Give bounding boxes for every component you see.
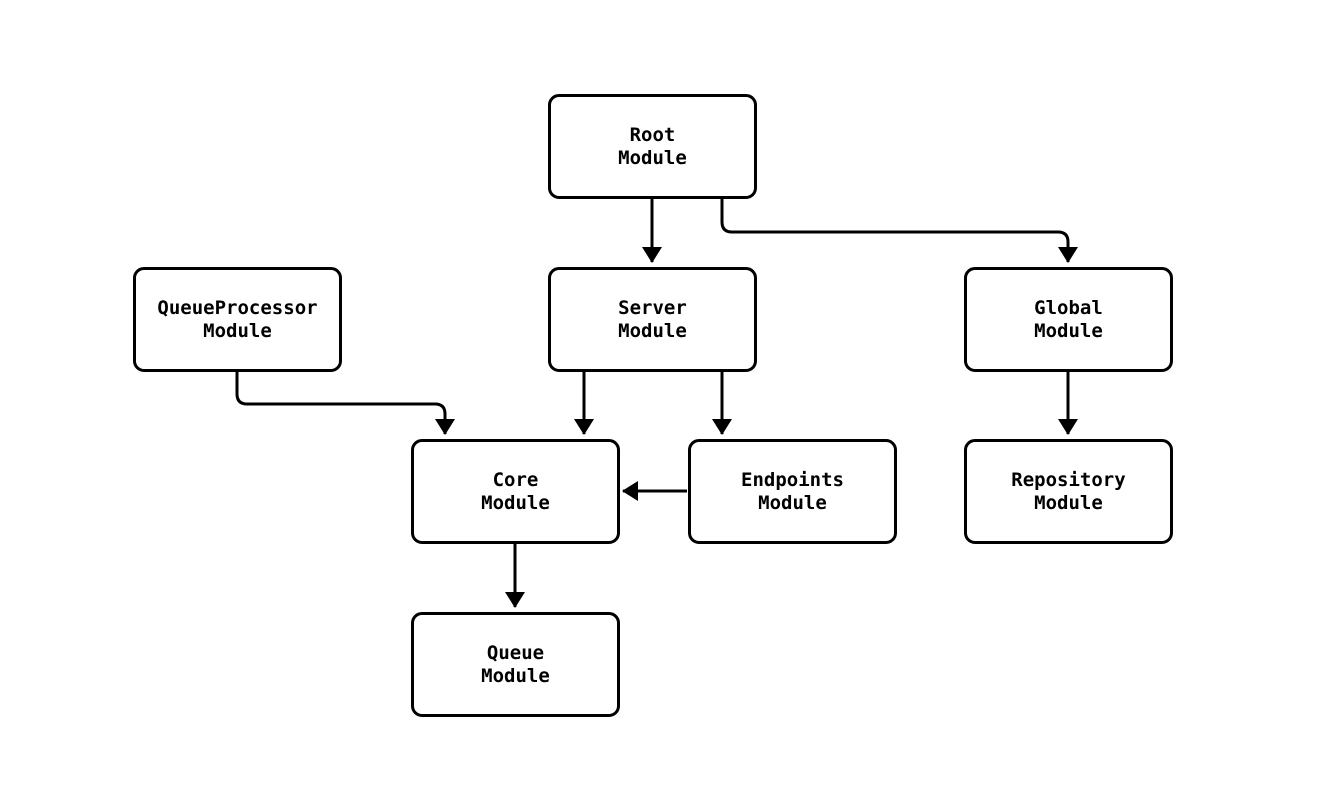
node-global-module-name: Global [1034,296,1103,319]
node-endpoints-module[interactable]: Endpoints Module [688,439,897,544]
node-queueprocessor-module-name: QueueProcessor [157,296,318,319]
node-root-module-suffix: Module [618,146,687,169]
node-queueprocessor-module[interactable]: QueueProcessor Module [133,267,342,372]
node-core-module[interactable]: Core Module [411,439,620,544]
node-queue-module-name: Queue [486,641,545,664]
node-global-module-suffix: Module [1034,319,1103,342]
node-queue-module[interactable]: Queue Module [411,612,620,717]
edge-root-to-global [720,198,1078,263]
node-global-module[interactable]: Global Module [964,267,1173,372]
node-server-module-suffix: Module [618,319,687,342]
node-repository-module-suffix: Module [1034,491,1103,514]
node-server-module-name: Server [618,296,687,319]
node-endpoints-module-suffix: Module [758,491,827,514]
node-server-module[interactable]: Server Module [548,267,757,372]
node-repository-module[interactable]: Repository Module [964,439,1173,544]
node-endpoints-module-name: Endpoints [741,468,844,491]
node-root-module-name: Root [629,123,676,146]
node-queueprocessor-module-suffix: Module [203,319,272,342]
node-core-module-name: Core [492,468,539,491]
node-queue-module-suffix: Module [481,664,550,687]
node-core-module-suffix: Module [481,491,550,514]
node-root-module[interactable]: Root Module [548,94,757,199]
node-repository-module-name: Repository [1011,468,1126,491]
edge-queueprocessor-to-core [235,371,455,435]
